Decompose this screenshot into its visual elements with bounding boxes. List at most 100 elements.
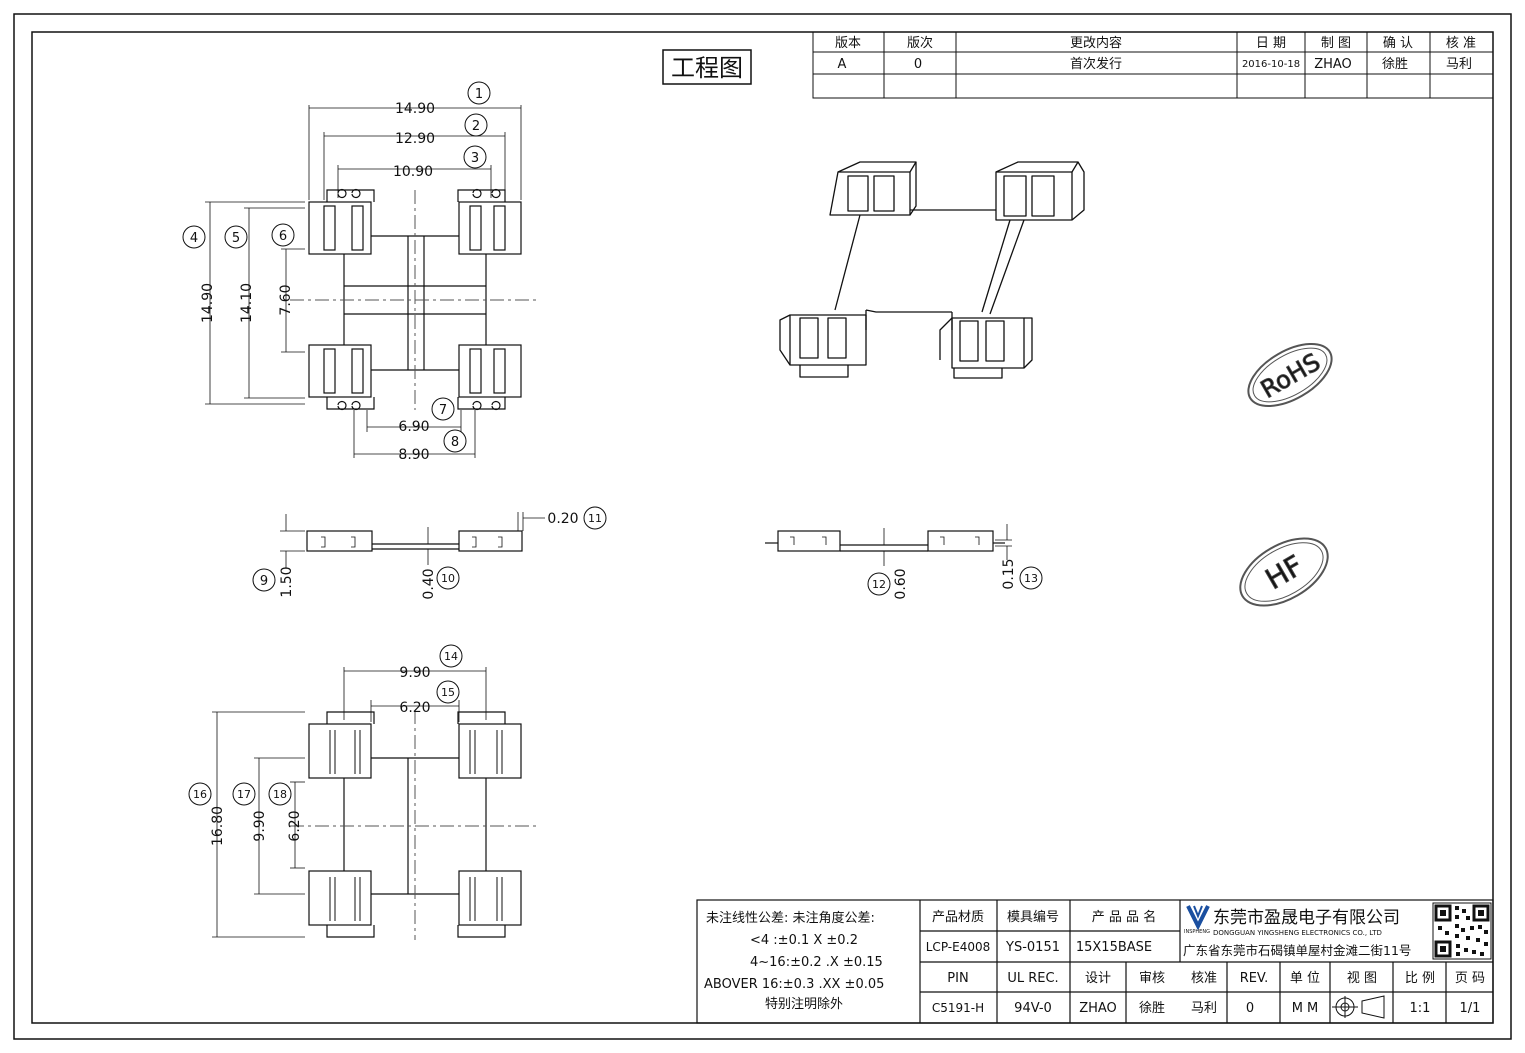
qr-code-icon bbox=[1432, 902, 1492, 960]
dim-bottom-width-15: 6.20 bbox=[399, 700, 430, 716]
tb-header-review: 审核 bbox=[1139, 971, 1165, 986]
callout-18: 18 bbox=[273, 788, 287, 801]
tb-header-page: 页 码 bbox=[1455, 971, 1485, 986]
title-box bbox=[662, 49, 752, 85]
callout-6: 6 bbox=[279, 229, 287, 244]
tb-value-rev: 0 bbox=[1246, 1001, 1254, 1016]
side-view-right bbox=[765, 530, 1005, 552]
tb-header-ul: UL REC. bbox=[1007, 971, 1058, 986]
tb-header-rev: REV. bbox=[1240, 971, 1269, 986]
tb-header-view: 视 图 bbox=[1347, 971, 1377, 986]
tb-header-scale: 比 例 bbox=[1405, 971, 1435, 986]
tb-value-ul: 94V-0 bbox=[1014, 1001, 1052, 1016]
callout-9: 9 bbox=[260, 574, 268, 589]
dim-bottom-height-18: 6.20 bbox=[287, 810, 303, 841]
tb-header-material: 产品材质 bbox=[932, 910, 984, 925]
callout-1: 1 bbox=[475, 87, 483, 102]
dim-bottom-height-17: 9.90 bbox=[252, 810, 268, 841]
bottom-view bbox=[308, 711, 522, 938]
callout-2: 2 bbox=[472, 119, 480, 134]
dim-side-thick-12: 0.60 bbox=[893, 568, 909, 599]
rev-header-edition: 版次 bbox=[907, 35, 933, 51]
rev-cell-drawn: ZHAO bbox=[1314, 57, 1352, 72]
tb-value-review: 徐胜 bbox=[1139, 1001, 1165, 1016]
callout-13: 13 bbox=[1024, 572, 1038, 585]
dim-top-width-1: 14.90 bbox=[395, 101, 435, 117]
dim-side-height-9: 1.50 bbox=[279, 566, 295, 597]
tb-value-design: ZHAO bbox=[1079, 1001, 1117, 1016]
callout-4: 4 bbox=[190, 231, 198, 246]
revision-table bbox=[812, 31, 1494, 99]
company-name: 东莞市盈晟电子有限公司 bbox=[1213, 908, 1400, 928]
callout-17: 17 bbox=[237, 788, 251, 801]
company-logo-text: INSPHENG bbox=[1184, 929, 1210, 935]
callout-10: 10 bbox=[441, 572, 455, 585]
callout-11: 11 bbox=[588, 512, 602, 525]
tb-value-page: 1/1 bbox=[1460, 1001, 1481, 1016]
page-title: 工程图 bbox=[671, 54, 743, 82]
dim-top-width-8: 8.90 bbox=[398, 447, 429, 463]
dim-top-width-7: 6.90 bbox=[398, 419, 429, 435]
bottom-view-dim-lines bbox=[212, 667, 487, 938]
tb-header-design: 设计 bbox=[1085, 971, 1111, 986]
rev-header-version: 版本 bbox=[835, 36, 861, 51]
projection-symbol-icon bbox=[1332, 995, 1385, 1019]
tb-header-product: 产 品 品 名 bbox=[1092, 909, 1156, 925]
tb-value-approve: 马利 bbox=[1191, 1001, 1217, 1016]
tolerance-line-1: <4 :±0.1 X ±0.2 bbox=[750, 933, 858, 948]
rev-header-drawn: 制 图 bbox=[1321, 36, 1351, 51]
outer-frame bbox=[13, 13, 1512, 1040]
dim-bottom-width-14: 9.90 bbox=[399, 665, 430, 681]
callout-7: 7 bbox=[439, 403, 447, 418]
callout-14: 14 bbox=[444, 650, 458, 663]
tb-value-unit: M M bbox=[1292, 1001, 1319, 1016]
rev-header-approve: 核 准 bbox=[1446, 36, 1476, 51]
callout-8: 8 bbox=[451, 435, 459, 450]
tb-header-unit: 单 位 bbox=[1290, 971, 1320, 986]
title-block-grid bbox=[696, 899, 1494, 1024]
side-view bbox=[306, 530, 523, 552]
dim-side-gap-11: 0.20 bbox=[547, 511, 578, 527]
tolerance-line-3: ABOVER 16:±0.3 .XX ±0.05 bbox=[704, 977, 884, 992]
company-name-en: DONGGUAN YINGSHENG ELECTRONICS CO., LTD bbox=[1213, 929, 1382, 937]
dim-top-width-2: 12.90 bbox=[395, 131, 435, 147]
callout-12: 12 bbox=[872, 578, 886, 591]
rev-cell-approve: 马利 bbox=[1446, 57, 1472, 72]
dim-top-height-4: 14.90 bbox=[200, 283, 216, 323]
rohs-text: RoHS bbox=[1256, 348, 1325, 404]
rev-cell-change: 首次发行 bbox=[1070, 56, 1122, 72]
dim-side-lead-13: 0.15 bbox=[1001, 558, 1017, 589]
rohs-stamp: RoHS bbox=[1247, 343, 1333, 407]
company-address: 广东省东莞市石碣镇单屋村金滩二街11号 bbox=[1183, 943, 1411, 958]
callout-3: 3 bbox=[471, 151, 479, 166]
dim-top-width-3: 10.90 bbox=[393, 164, 433, 180]
top-view-dim-lines bbox=[205, 105, 522, 458]
rev-cell-edition: 0 bbox=[914, 57, 922, 72]
tb-value-material: LCP-E4008 bbox=[926, 940, 991, 954]
dim-side-thick-10: 0.40 bbox=[421, 568, 437, 599]
dim-bottom-height-16: 16.80 bbox=[210, 806, 226, 846]
tb-value-pin: C5191-H bbox=[932, 1001, 984, 1015]
rev-cell-date: 2016-10-18 bbox=[1242, 59, 1300, 70]
tb-value-mold: YS-0151 bbox=[1005, 940, 1060, 955]
tolerance-note: 特别注明除外 bbox=[765, 997, 843, 1012]
tolerance-header: 未注线性公差: 未注角度公差: bbox=[706, 910, 875, 926]
tb-value-product: 15X15BASE bbox=[1076, 940, 1152, 955]
side-view-dims bbox=[280, 512, 545, 568]
callout-5: 5 bbox=[232, 231, 240, 246]
inner-frame bbox=[31, 31, 1494, 1024]
rev-header-confirm: 确 认 bbox=[1383, 36, 1413, 51]
rev-cell-version: A bbox=[838, 57, 847, 72]
hf-stamp: HF bbox=[1239, 537, 1329, 607]
tb-header-approve: 核准 bbox=[1191, 971, 1217, 986]
rev-header-date: 日 期 bbox=[1256, 36, 1286, 51]
top-view bbox=[308, 188, 522, 411]
callout-15: 15 bbox=[441, 686, 455, 699]
isometric-view bbox=[779, 161, 1085, 379]
tb-header-pin: PIN bbox=[947, 971, 968, 986]
tb-header-mold: 模具编号 bbox=[1007, 910, 1059, 925]
callout-16: 16 bbox=[193, 788, 207, 801]
tb-value-scale: 1:1 bbox=[1410, 1001, 1431, 1016]
side-view-right-dims bbox=[883, 524, 1012, 566]
